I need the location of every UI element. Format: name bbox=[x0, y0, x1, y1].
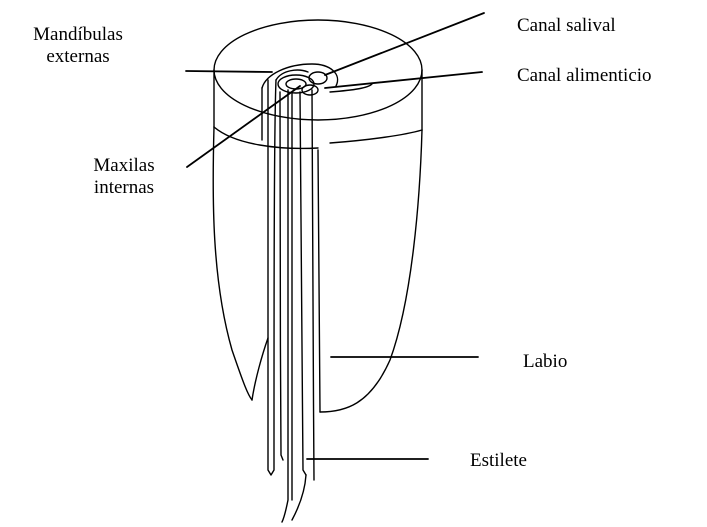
labio-label: Labio bbox=[523, 351, 567, 373]
maxilas-line1: Maxilas bbox=[64, 155, 184, 177]
maxilas-line2: internas bbox=[64, 177, 184, 199]
maxilas-internas-label: Maxilas internas bbox=[64, 155, 184, 199]
mandibulas-line1: Mandíbulas bbox=[8, 24, 148, 46]
labium-body bbox=[213, 127, 422, 412]
stylet-bundle bbox=[268, 70, 327, 522]
mandibulas-line2: externas bbox=[8, 46, 148, 68]
mandibulas-externas-label: Mandíbulas externas bbox=[8, 24, 148, 68]
canal-alimenticio-label: Canal alimenticio bbox=[517, 65, 652, 87]
estilete-label: Estilete bbox=[470, 450, 527, 472]
canal-salival-label: Canal salival bbox=[517, 15, 616, 37]
leader-lines bbox=[186, 13, 484, 459]
